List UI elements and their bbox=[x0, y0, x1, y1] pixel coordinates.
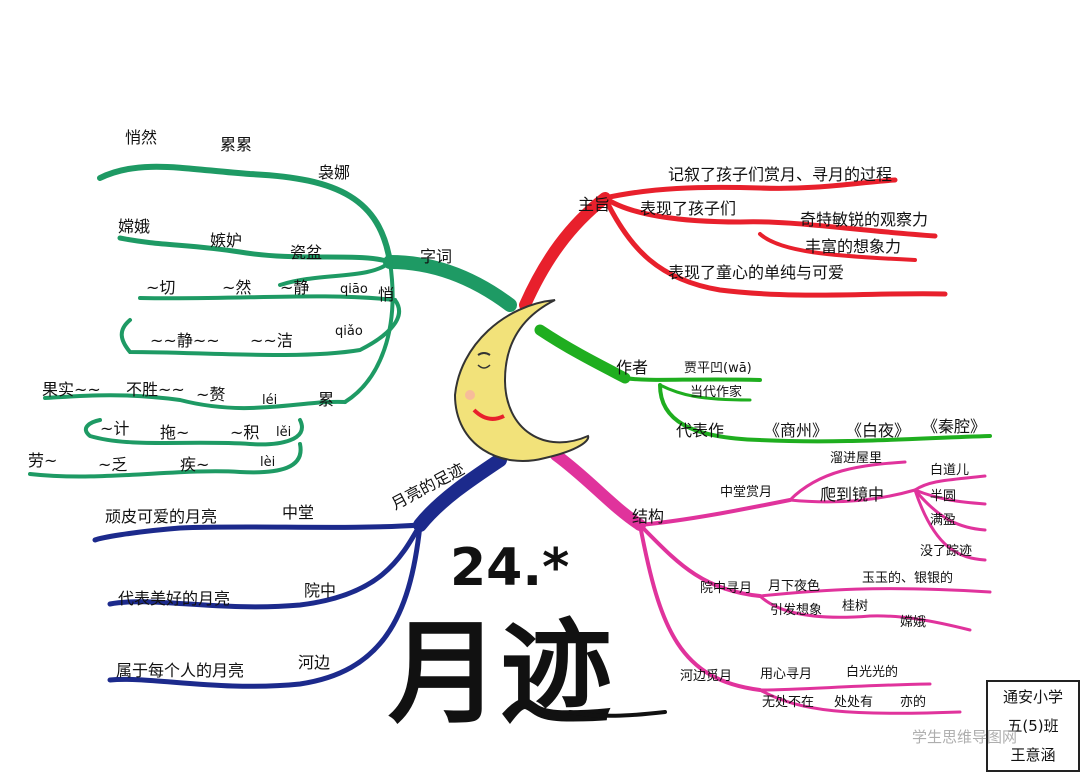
vocab-item: 疾~ bbox=[180, 455, 209, 474]
moon-eye-icon bbox=[477, 352, 491, 356]
structure-item: 白光光的 bbox=[846, 664, 898, 680]
moon-item: 院中 bbox=[304, 581, 336, 600]
vocab-item: 拖~ bbox=[160, 423, 189, 442]
theme-item: 记叙了孩子们赏月、寻月的过程 bbox=[668, 165, 892, 184]
structure-item: 无处不在 bbox=[762, 695, 814, 710]
vocab-item: 果实~~ bbox=[42, 380, 101, 399]
theme-branch-label: 主旨 bbox=[578, 195, 610, 214]
structure-item: 河边觅月 bbox=[680, 669, 732, 684]
crescent-moon-illustration bbox=[453, 299, 590, 462]
vocab-item: 累累 bbox=[220, 135, 252, 154]
structure-item: 处处有 bbox=[834, 695, 873, 710]
theme-branch-lines bbox=[519, 177, 948, 311]
structure-item: 爬到镜中 bbox=[820, 485, 884, 504]
vocab-item: ~乏 bbox=[98, 455, 127, 474]
author-item: 《商州》 bbox=[764, 421, 828, 440]
vocab-item: 悄 bbox=[378, 285, 394, 304]
vocab-branch-lines bbox=[28, 163, 517, 479]
vocab-item: lěi bbox=[276, 425, 291, 440]
moon-item: 代表美好的月亮 bbox=[118, 589, 230, 608]
author-item: 贾平凹(wā) bbox=[684, 361, 752, 376]
structure-item: 溜进屋里 bbox=[830, 451, 882, 466]
author-item: 当代作家 bbox=[690, 384, 742, 400]
vocab-item: qiǎo bbox=[335, 324, 363, 339]
structure-item: 月下夜色 bbox=[768, 578, 820, 594]
vocab-item: léi bbox=[262, 393, 277, 408]
vocab-item: ~~洁 bbox=[250, 331, 293, 350]
moon-item: 顽皮可爱的月亮 bbox=[105, 507, 217, 526]
theme-item: 表现了童心的单纯与可爱 bbox=[668, 263, 844, 282]
moon-item: 中堂 bbox=[282, 503, 314, 522]
vocab-item: ~积 bbox=[230, 423, 259, 442]
structure-item: 没了踪迹 bbox=[920, 544, 972, 559]
vocab-item: ~~静~~ bbox=[150, 331, 220, 350]
structure-item: 用心寻月 bbox=[760, 667, 812, 682]
lesson-title: 月迹 bbox=[388, 608, 612, 739]
vocab-item: 嫉妒 bbox=[210, 231, 242, 250]
structure-item: 白道儿 bbox=[930, 462, 969, 478]
vocab-item: qiāo bbox=[340, 282, 368, 297]
vocab-item: 累 bbox=[318, 390, 334, 409]
author-branch-lines bbox=[534, 324, 992, 444]
watermark: 学生思维导图网 bbox=[912, 728, 1018, 746]
vocab-item: 袅娜 bbox=[318, 163, 350, 182]
vocab-item: ~切 bbox=[146, 278, 175, 297]
vocab-item: ~静 bbox=[280, 278, 309, 297]
vocab-item: lèi bbox=[260, 455, 275, 470]
structure-item: 亦的 bbox=[900, 694, 926, 710]
student-badge: 通安小学 五(5)班 王意涵 bbox=[986, 680, 1080, 772]
moon-smile-icon bbox=[472, 408, 505, 421]
structure-branch-label: 结构 bbox=[632, 507, 664, 526]
structure-item: 引发想象 bbox=[770, 602, 822, 618]
vocab-item: 劳~ bbox=[28, 451, 57, 470]
structure-item: 半圆 bbox=[930, 489, 956, 504]
author-item: 《白夜》 bbox=[846, 421, 910, 440]
vocab-item: ~然 bbox=[222, 278, 251, 297]
theme-item: 表现了孩子们 bbox=[640, 199, 736, 218]
author-branch-label: 作者 bbox=[616, 358, 648, 377]
moon-branch-lines bbox=[92, 453, 507, 689]
vocab-item: 嫦娥 bbox=[118, 217, 150, 236]
vocab-item: 悄然 bbox=[125, 128, 157, 147]
structure-item: 玉玉的、银银的 bbox=[862, 570, 953, 586]
vocab-item: ~赘 bbox=[196, 385, 225, 404]
lesson-number: 24.* bbox=[450, 538, 569, 598]
vocab-item: 瓷盆 bbox=[290, 243, 322, 262]
structure-item: 院中寻月 bbox=[700, 581, 752, 596]
vocab-item: 不胜~~ bbox=[126, 380, 185, 399]
author-item: 《秦腔》 bbox=[922, 417, 986, 436]
theme-item: 奇特敏锐的观察力 bbox=[800, 210, 928, 229]
school-name: 通安小学 bbox=[1002, 688, 1063, 706]
structure-branch-lines bbox=[550, 449, 992, 715]
vocab-branch-label: 字词 bbox=[420, 247, 452, 266]
author-item: 代表作 bbox=[676, 421, 724, 440]
class-name: 五(5)班 bbox=[1007, 717, 1059, 735]
structure-item: 满盈 bbox=[930, 513, 956, 528]
theme-item: 丰富的想象力 bbox=[805, 237, 901, 256]
vocab-item: ~计 bbox=[100, 419, 129, 438]
structure-item: 桂树 bbox=[842, 599, 868, 614]
moon-item: 属于每个人的月亮 bbox=[116, 661, 244, 680]
student-name: 王意涵 bbox=[1010, 746, 1056, 764]
moon-item: 河边 bbox=[298, 653, 330, 672]
structure-item: 嫦娥 bbox=[900, 614, 926, 630]
structure-item: 中堂赏月 bbox=[720, 485, 772, 500]
